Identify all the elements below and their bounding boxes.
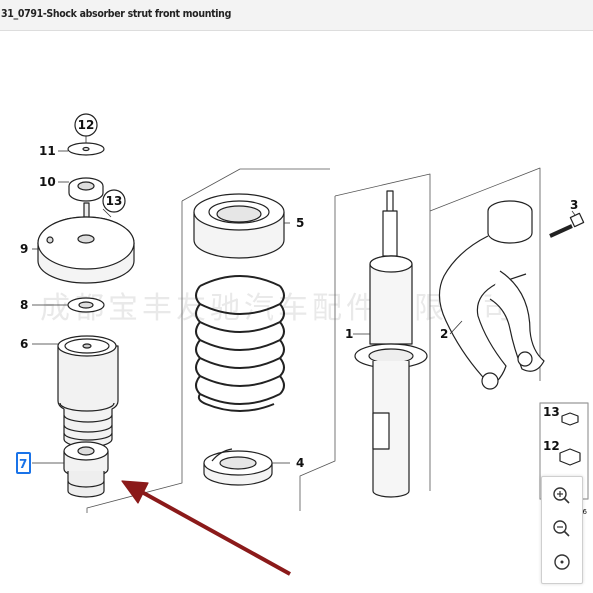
inset-label-13: 13: [543, 405, 560, 419]
zoom-out-icon: [553, 520, 570, 537]
reset-view-icon: [554, 554, 570, 570]
callout-4[interactable]: 4: [296, 456, 304, 470]
callout-3[interactable]: 3: [570, 198, 578, 212]
zoom-in-icon: [553, 487, 570, 504]
part-bump-stop-7[interactable]: [63, 441, 109, 498]
callout-9[interactable]: 9: [20, 242, 28, 256]
part-spring-pad-4[interactable]: [203, 448, 273, 486]
zoom-controls: [541, 476, 583, 584]
svg-text:12: 12: [78, 118, 95, 132]
part-ring-8[interactable]: [67, 297, 105, 313]
part-washer-12[interactable]: [67, 142, 105, 156]
svg-text:3: 3: [570, 198, 578, 212]
svg-text:11: 11: [39, 144, 56, 158]
callout-10[interactable]: 10: [39, 175, 56, 189]
part-bearing-10[interactable]: [68, 177, 104, 202]
diagram-title: 31_0791-Shock absorber strut front mount…: [1, 7, 231, 20]
callout-13[interactable]: 13: [102, 189, 126, 213]
svg-text:8: 8: [20, 298, 28, 312]
callout-7[interactable]: 7: [16, 452, 31, 474]
reset-view-button[interactable]: [549, 549, 575, 575]
callout-11[interactable]: 11: [39, 144, 56, 158]
parts-diagram: 12 11 10 13 9 8 6 7 5 4 1: [16, 113, 589, 576]
svg-text:5: 5: [296, 216, 304, 230]
svg-text:4: 4: [296, 456, 304, 470]
zoom-in-button[interactable]: [549, 483, 575, 509]
svg-text:12: 12: [543, 439, 560, 453]
callout-8[interactable]: 8: [20, 298, 28, 312]
callout-5[interactable]: 5: [296, 216, 304, 230]
svg-text:6: 6: [20, 337, 28, 351]
title-bar: 31_0791-Shock absorber strut front mount…: [0, 0, 593, 31]
svg-text:2: 2: [440, 327, 448, 341]
part-coil-spring[interactable]: [195, 275, 285, 412]
part-dust-boot-6[interactable]: [57, 335, 119, 448]
part-shock-strut-1[interactable]: [354, 190, 428, 498]
svg-text:13: 13: [106, 194, 123, 208]
callout-1[interactable]: 1: [345, 327, 353, 341]
svg-text:13: 13: [543, 405, 560, 419]
part-spring-seat-5[interactable]: [193, 193, 285, 259]
part-bolt-3[interactable]: [549, 212, 585, 238]
zoom-out-button[interactable]: [549, 516, 575, 542]
callout-6[interactable]: 6: [20, 337, 28, 351]
callout-12[interactable]: 12: [74, 113, 98, 137]
inset-label-12: 12: [543, 439, 560, 453]
annotation-arrow: [121, 480, 291, 576]
part-top-mount-9[interactable]: [37, 202, 135, 284]
part-steering-knuckle-2[interactable]: [438, 200, 545, 390]
svg-text:10: 10: [39, 175, 56, 189]
callout-2[interactable]: 2: [440, 327, 448, 341]
svg-text:7: 7: [19, 457, 27, 471]
svg-text:1: 1: [345, 327, 353, 341]
svg-text:9: 9: [20, 242, 28, 256]
